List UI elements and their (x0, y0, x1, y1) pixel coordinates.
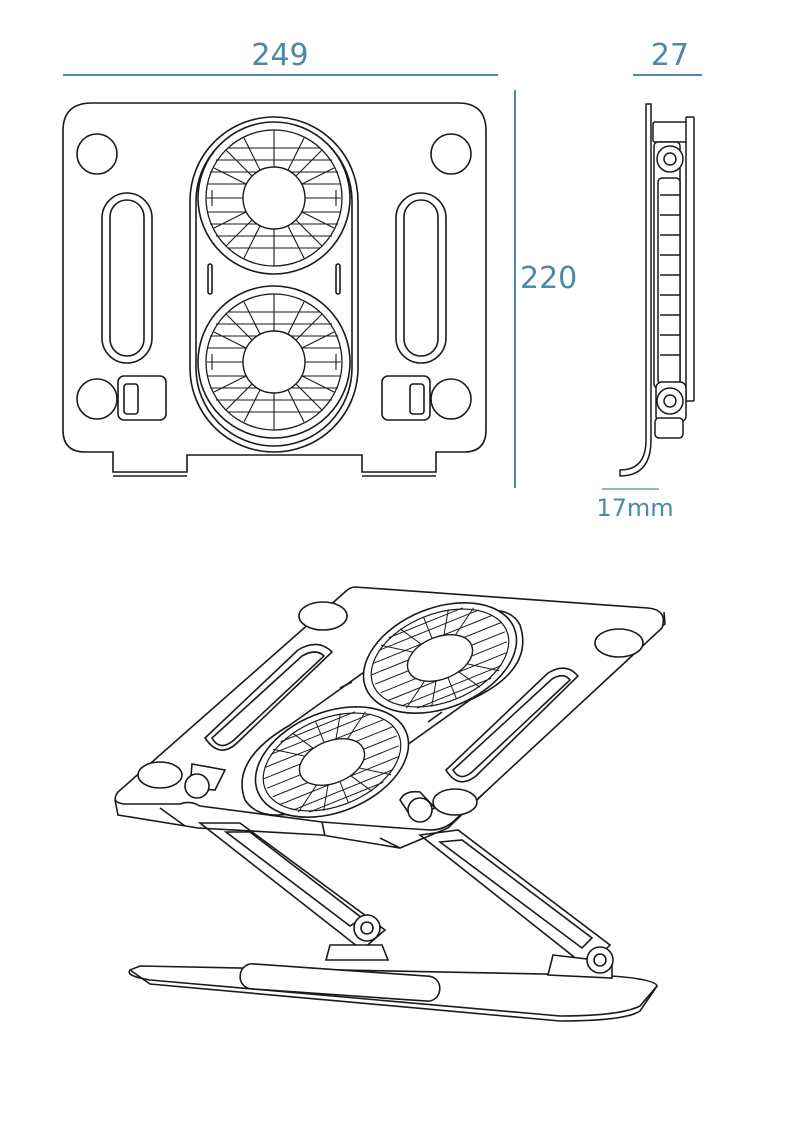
fan-lower (197, 285, 351, 439)
width-label: 249 (251, 38, 309, 73)
dimension-lines (63, 74, 702, 490)
corner-pad-bottom-right (430, 378, 472, 420)
side-view-plate (619, 103, 652, 477)
corner-pad-bottom-left (76, 378, 118, 420)
pad-iso-front-left (137, 761, 183, 789)
corner-pad-top-right (430, 133, 472, 175)
top-view (62, 102, 487, 477)
base-slot (239, 963, 441, 1002)
pad-iso-back-right (594, 628, 644, 658)
pad-iso-front-right (432, 788, 478, 816)
fan-upper (197, 121, 351, 275)
perspective-view (114, 580, 666, 1022)
corner-pad-top-left (76, 133, 118, 175)
side-view (619, 103, 695, 477)
pad-iso-back-left (298, 601, 348, 631)
height-label: 220 (520, 261, 578, 296)
depth-label: 27 (650, 38, 690, 73)
thickness-label: 17mm (596, 494, 674, 522)
